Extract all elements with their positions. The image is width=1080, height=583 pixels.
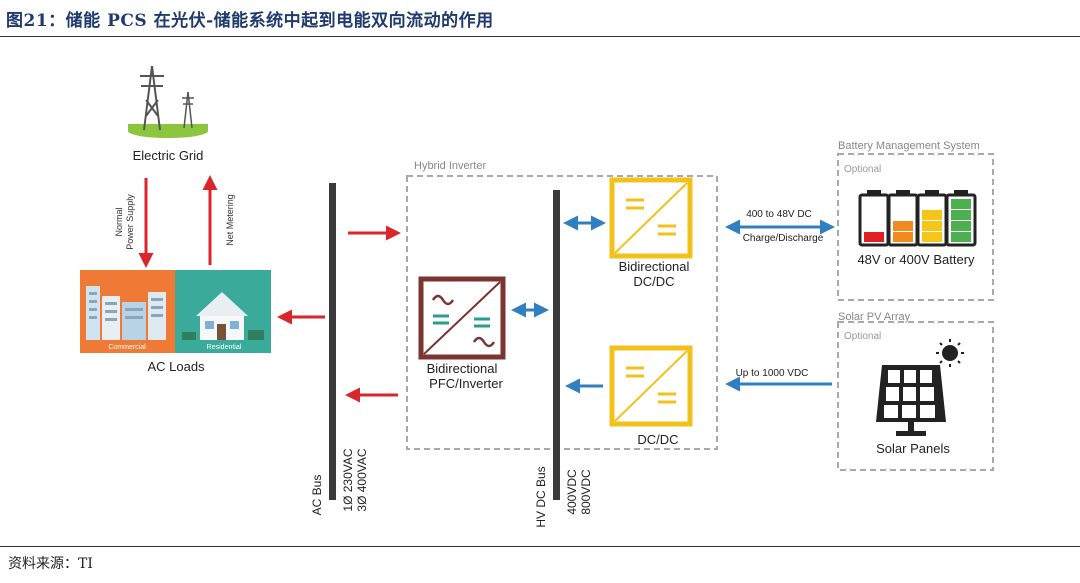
bms-label: Battery Management System — [838, 140, 980, 152]
commercial-label: Commercial — [108, 344, 146, 351]
ac-loads-label: AC Loads — [147, 359, 205, 374]
figure-title: 图21：储能 PCS 在光伏-储能系统中起到电能双向流动的作用 — [6, 11, 494, 31]
hv-dc-bus-voltage-1: 400VDC — [565, 469, 579, 515]
hv-dc-bus-bar — [553, 190, 560, 500]
source-rule — [0, 546, 1080, 547]
net-metering-label: Net Metering — [225, 194, 235, 246]
battery-link-label-bottom: Charge/Discharge — [743, 233, 824, 244]
pfc-label-1: Bidirectional — [427, 361, 498, 376]
solar-optional: Optional — [844, 331, 881, 342]
hv-dc-bus-voltage-2: 800VDC — [579, 469, 593, 515]
residential-label: Residential — [207, 344, 242, 351]
title-rule — [0, 36, 1080, 37]
hv-dc-bus-label: HV DC Bus — [534, 466, 548, 527]
normal-supply-label-2: Power Supply — [125, 194, 135, 250]
electric-grid-icon — [128, 65, 208, 138]
bms-optional: Optional — [844, 164, 881, 175]
source-note: 资料来源：TI — [8, 556, 93, 572]
battery-icon — [858, 190, 977, 247]
solar-panel-icon — [876, 339, 964, 436]
normal-supply-label-1: Normal — [114, 207, 124, 236]
solar-box — [837, 321, 994, 471]
solar-link-label: Up to 1000 VDC — [736, 368, 809, 379]
bidc-label-1: Bidirectional — [619, 259, 690, 274]
battery-label: 48V or 400V Battery — [857, 252, 975, 267]
ac-bus-voltage-2: 3Ø 400VAC — [355, 448, 369, 511]
bidirectional-dcdc-block — [609, 177, 693, 259]
ac-bus-bar — [329, 183, 336, 500]
battery-link-label-top: 400 to 48V DC — [746, 209, 812, 220]
ac-bus-voltage-1: 1Ø 230VAC — [341, 448, 355, 511]
hybrid-inverter-box — [406, 175, 718, 450]
electric-grid-label: Electric Grid — [133, 148, 204, 163]
ac-loads-icon — [80, 270, 271, 353]
hybrid-inverter-label: Hybrid Inverter — [414, 160, 486, 172]
dcdc-block — [609, 345, 693, 427]
bidc-label-2: DC/DC — [633, 274, 674, 289]
solar-panels-label: Solar Panels — [876, 441, 950, 456]
pfc-inverter-block — [418, 276, 506, 360]
pfc-label-2: PFC/Inverter — [429, 376, 503, 391]
ac-bus-label: AC Bus — [310, 475, 324, 516]
dcdc-label: DC/DC — [637, 432, 678, 447]
solar-label: Solar PV Array — [838, 311, 911, 323]
pv-storage-diagram: Electric Grid Normal Power Supply Net Me… — [80, 65, 994, 528]
